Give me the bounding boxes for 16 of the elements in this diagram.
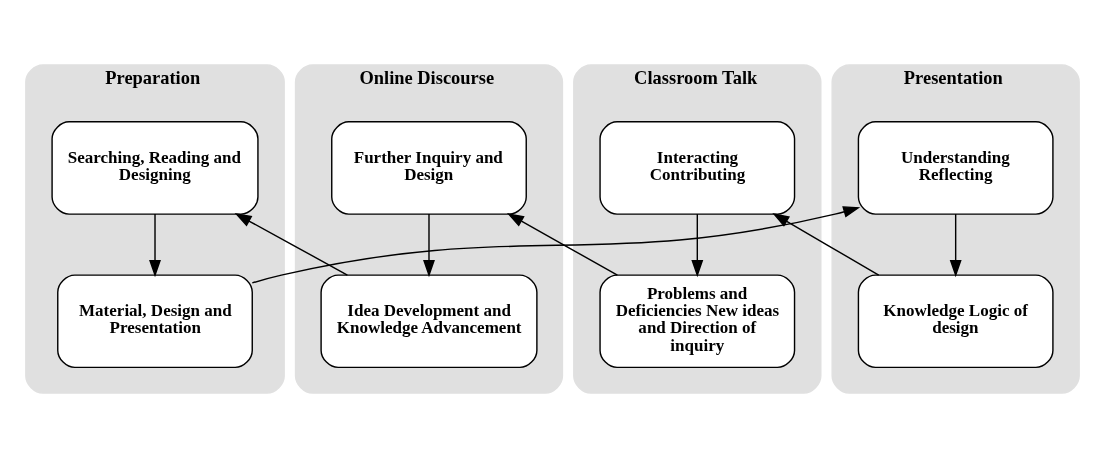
node-box: Further Inquiry and Design <box>331 121 527 215</box>
node-box: Material, Design and Presentation <box>57 274 253 369</box>
arrow <box>149 213 161 278</box>
arrow <box>423 213 435 278</box>
arrow <box>506 213 619 276</box>
node-box: Searching, Reading and Designing <box>51 121 259 215</box>
arrow <box>772 213 880 276</box>
node-box: Interacting Contributing <box>599 121 796 215</box>
arrow <box>949 213 962 278</box>
arrow <box>251 206 861 284</box>
arrow <box>234 213 349 276</box>
node-box: Understanding Reflecting <box>857 121 1054 215</box>
node-box: Knowledge Logic of design <box>857 274 1054 369</box>
node-box: Idea Development and Knowledge Advancement <box>320 274 538 369</box>
arrow <box>691 213 704 278</box>
node-box: Problems and Deficiencies New ideas and Direction of inquiry <box>599 274 796 369</box>
